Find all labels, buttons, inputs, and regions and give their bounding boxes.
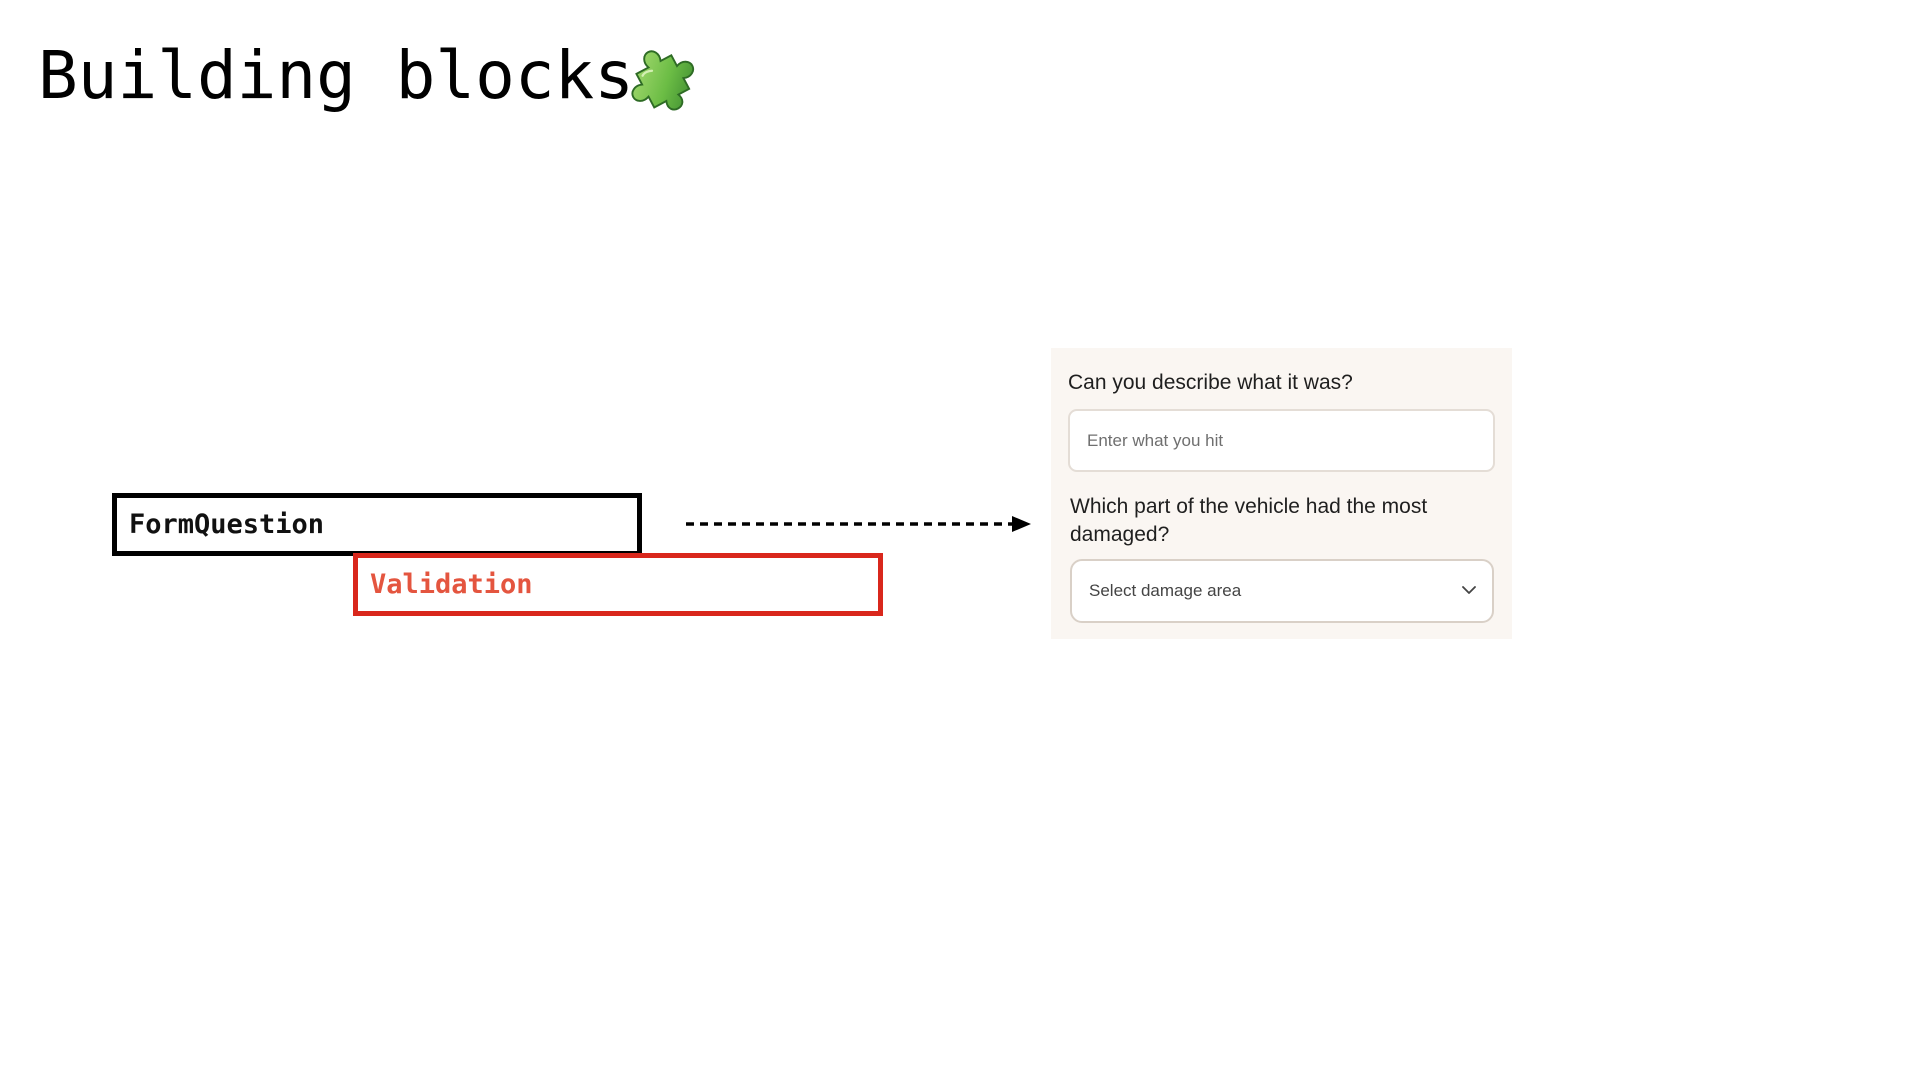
formquestion-box: FormQuestion bbox=[112, 493, 642, 556]
chevron-down-icon bbox=[1462, 586, 1476, 594]
question-label-describe: Can you describe what it was? bbox=[1068, 371, 1353, 394]
question-label-damage-area: Which part of the vehicle had the most d… bbox=[1070, 495, 1428, 546]
dashed-arrow-connector bbox=[686, 516, 1031, 532]
validation-box: Validation bbox=[353, 553, 883, 616]
puzzle-piece-icon bbox=[631, 50, 695, 111]
form-preview-card: Can you describe what it was? Which part… bbox=[1051, 348, 1512, 639]
damage-area-select-value: Select damage area bbox=[1089, 581, 1242, 600]
describe-input[interactable] bbox=[1068, 409, 1495, 472]
damage-area-select[interactable]: Select damage area bbox=[1070, 559, 1494, 623]
slide-title: Building blocks bbox=[38, 37, 635, 114]
